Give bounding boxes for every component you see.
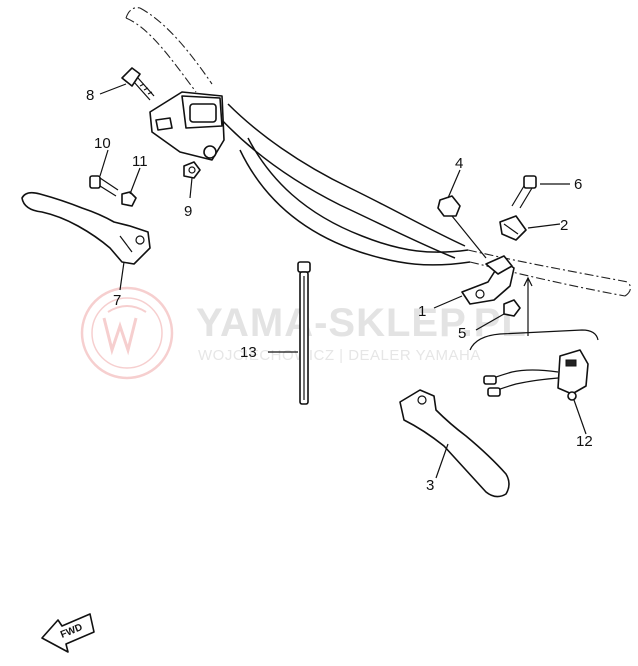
callout-11: 11 xyxy=(132,153,148,170)
callout-1: 1 xyxy=(418,303,426,320)
part-5-nut xyxy=(503,299,521,317)
part-10-bolt xyxy=(89,175,119,197)
callout-4: 4 xyxy=(455,155,463,172)
handlebar-tube xyxy=(125,7,631,297)
watermark-logo-icon xyxy=(80,286,174,380)
part-11-nut xyxy=(121,191,137,207)
part-2-clamp xyxy=(499,215,527,241)
watermark-tagline: WOJCIECHOWICZ | DEALER YAMAHA xyxy=(198,347,481,364)
part-4-switch xyxy=(437,195,487,259)
part-12-switch-assembly xyxy=(483,349,589,401)
callout-numbers: 8 10 11 9 7 4 6 2 1 5 13 12 3 xyxy=(86,87,593,494)
callout-3: 3 xyxy=(426,477,434,494)
callout-8: 8 xyxy=(86,87,94,104)
callout-2: 2 xyxy=(560,217,568,234)
part-9-nut xyxy=(183,161,201,179)
watermark: YAMA-SKLEP.PL WOJCIECHOWICZ | DEALER YAM… xyxy=(80,286,527,380)
master-cylinder-clamp xyxy=(149,91,225,161)
callout-5: 5 xyxy=(458,325,466,342)
leader-lines xyxy=(99,83,587,479)
assembly-bracket xyxy=(469,329,599,351)
callout-12: 12 xyxy=(576,433,593,450)
callout-13: 13 xyxy=(240,344,257,361)
part-8-bolt xyxy=(121,67,155,101)
callout-10: 10 xyxy=(94,135,111,152)
callout-9: 9 xyxy=(184,203,192,220)
callout-6: 6 xyxy=(574,176,582,193)
part-13-cable-tie xyxy=(297,261,311,405)
callout-7: 7 xyxy=(113,292,121,309)
fwd-direction-badge: FWD xyxy=(41,613,95,653)
part-1-lever-holder xyxy=(461,255,515,305)
watermark-brand: YAMA-SKLEP.PL xyxy=(196,301,527,345)
part-6-bolt xyxy=(511,175,537,209)
part-3-clutch-lever xyxy=(399,389,510,498)
part-7-brake-lever xyxy=(21,191,151,265)
